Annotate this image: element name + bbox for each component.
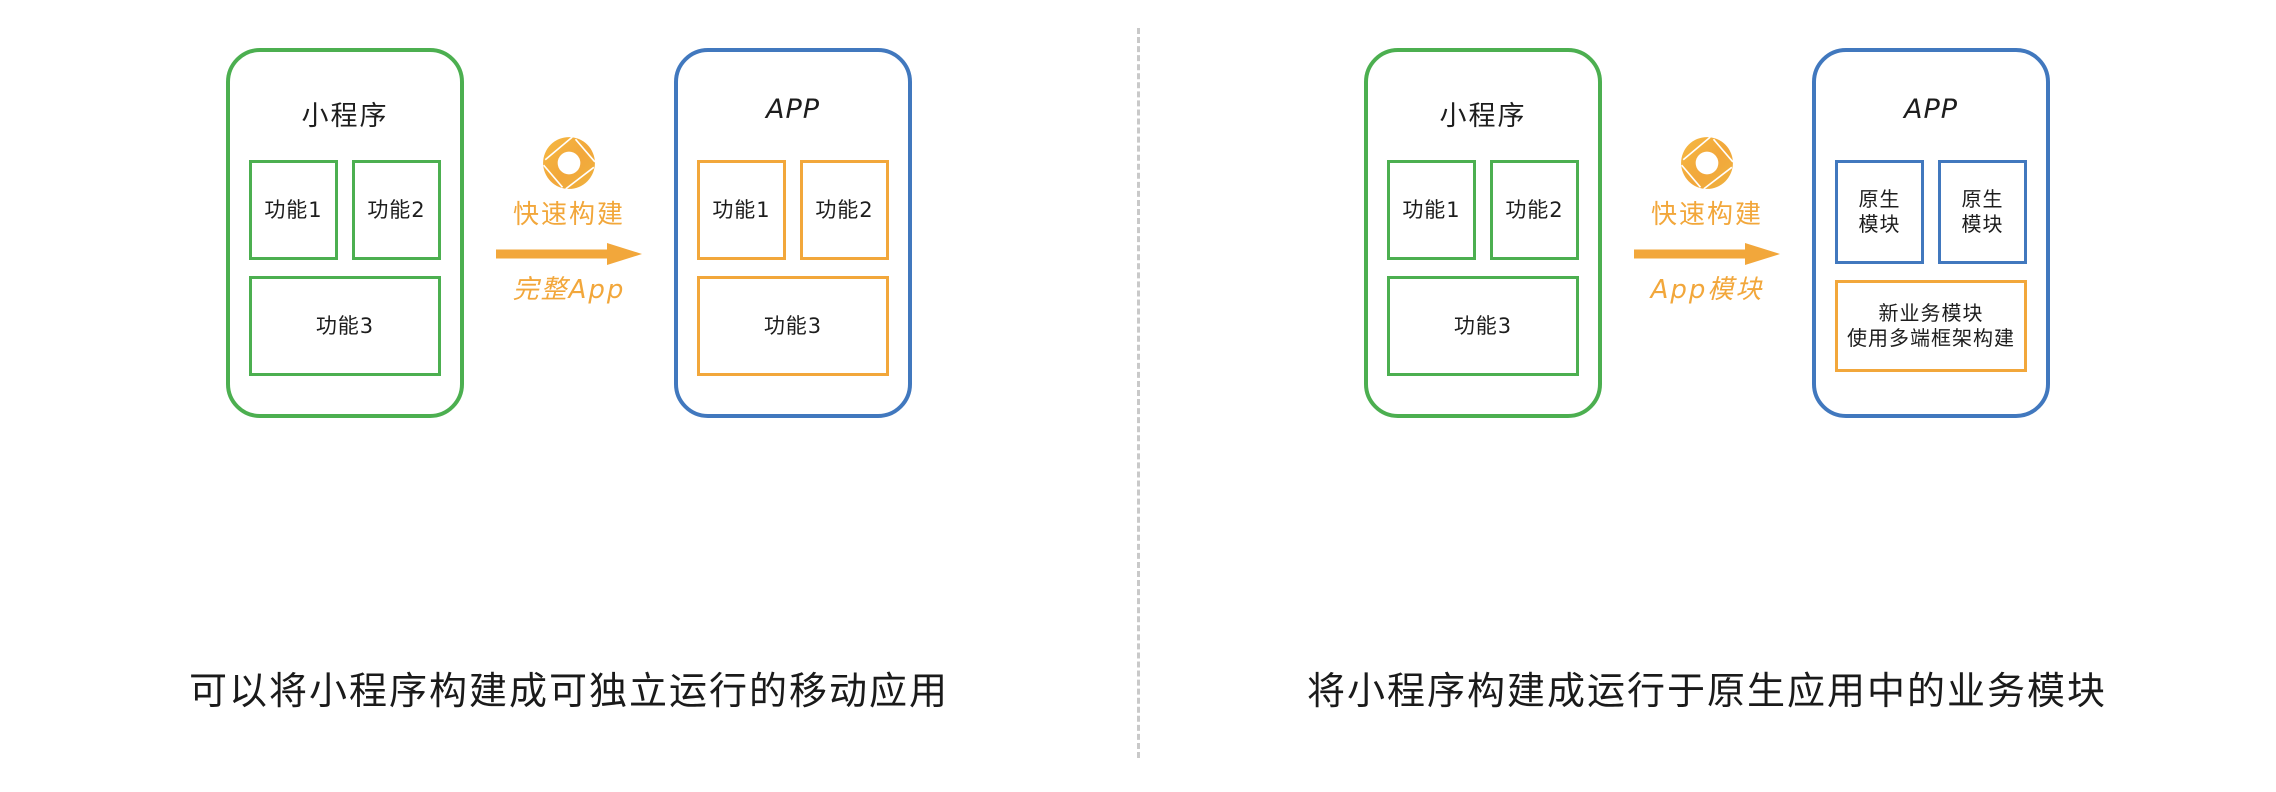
left-transform-label-bottom: 完整App: [512, 275, 626, 306]
module-box: 功能3: [1387, 276, 1579, 376]
right-target-module-row-2: 新业务模块 使用多端框架构建: [1835, 280, 2027, 372]
left-source-phone: 小程序 功能1 功能2 功能3: [226, 48, 464, 418]
module-box: 功能2: [800, 160, 889, 260]
right-source-module-row-1: 功能1 功能2: [1387, 160, 1579, 260]
right-transform-label-bottom: App模块: [1650, 275, 1764, 306]
right-source-phone-title: 小程序: [1439, 101, 1527, 132]
right-target-phone: APP 原生 模块 原生 模块 新业务模块 使用多端框架构建: [1812, 48, 2050, 418]
left-source-phone-title: 小程序: [301, 101, 389, 132]
right-target-modules: 原生 模块 原生 模块 新业务模块 使用多端框架构建: [1835, 160, 2027, 372]
module-box: 功能3: [697, 276, 889, 376]
right-panel-scene: 小程序 功能1 功能2 功能3: [1138, 48, 2276, 438]
left-target-phone: APP 功能1 功能2 功能3: [674, 48, 912, 418]
left-source-module-row-2: 功能3: [249, 276, 441, 376]
module-box: 功能2: [352, 160, 441, 260]
module-box: 功能1: [1387, 160, 1476, 260]
panel-divider: [1137, 28, 1140, 758]
module-box: 功能3: [249, 276, 441, 376]
module-box: 功能1: [249, 160, 338, 260]
right-transform-label-top: 快速构建: [1650, 200, 1763, 230]
swirl-build-icon: [1681, 137, 1733, 189]
module-box: 原生 模块: [1938, 160, 2027, 264]
right-source-modules: 功能1 功能2 功能3: [1387, 160, 1579, 376]
right-transform-group: 快速构建 App模块: [1602, 48, 1812, 306]
left-target-phone-title: APP: [765, 94, 821, 125]
module-box: 新业务模块 使用多端框架构建: [1835, 280, 2027, 372]
left-panel-scene: 小程序 功能1 功能2 功能3: [0, 48, 1138, 438]
left-target-module-row-2: 功能3: [697, 276, 889, 376]
module-box: 功能1: [697, 160, 786, 260]
left-transform-group: 快速构建 完整App: [464, 48, 674, 306]
right-source-module-row-2: 功能3: [1387, 276, 1579, 376]
module-box: 功能2: [1490, 160, 1579, 260]
swirl-build-icon: [543, 137, 595, 189]
left-panel: 小程序 功能1 功能2 功能3: [0, 48, 1138, 713]
arrow-right-icon: [1634, 243, 1780, 266]
module-box: 原生 模块: [1835, 160, 1924, 264]
left-source-modules: 功能1 功能2 功能3: [249, 160, 441, 376]
left-source-module-row-1: 功能1 功能2: [249, 160, 441, 260]
right-source-phone: 小程序 功能1 功能2 功能3: [1364, 48, 1602, 418]
left-panel-caption: 可以将小程序构建成可独立运行的移动应用: [188, 669, 949, 713]
left-target-modules: 功能1 功能2 功能3: [697, 160, 889, 376]
arrow-right-icon: [496, 243, 642, 266]
right-panel-caption: 将小程序构建成运行于原生应用中的业务模块: [1306, 669, 2107, 713]
left-target-module-row-1: 功能1 功能2: [697, 160, 889, 260]
right-panel: 小程序 功能1 功能2 功能3: [1138, 0, 2276, 792]
right-target-phone-title: APP: [1903, 94, 1959, 125]
right-target-module-row-1: 原生 模块 原生 模块: [1835, 160, 2027, 264]
left-transform-label-top: 快速构建: [512, 200, 625, 230]
